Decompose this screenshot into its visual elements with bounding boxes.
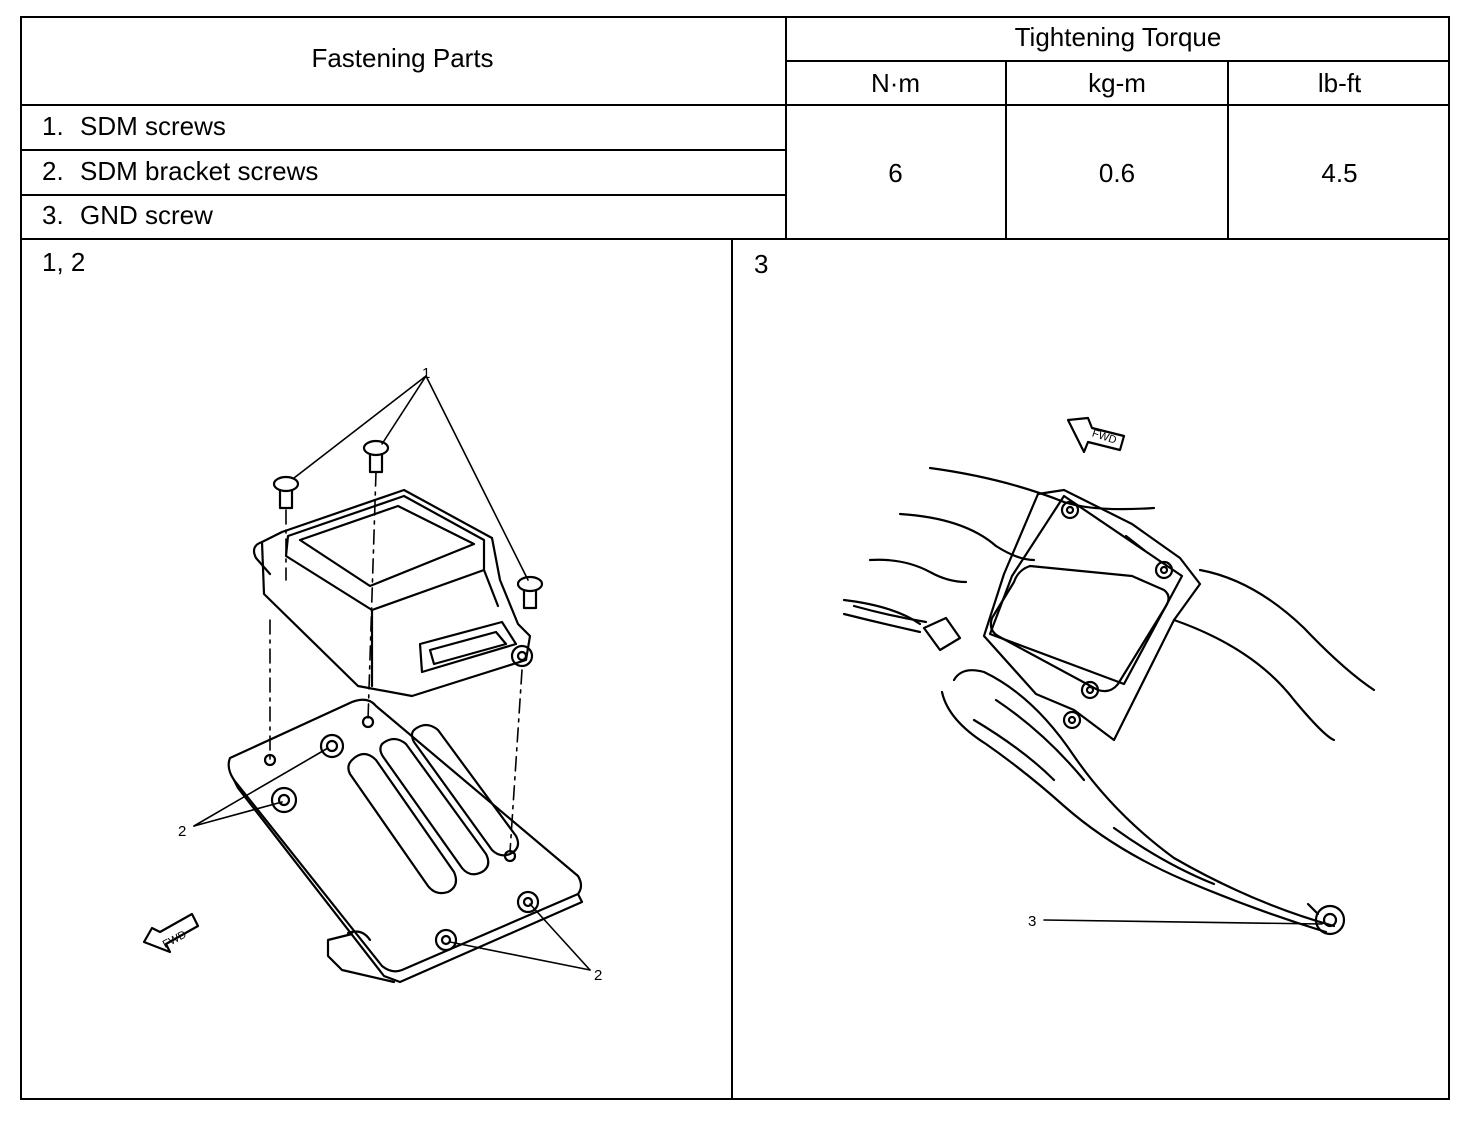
row-3-label: GND screw [80, 200, 213, 230]
row1-bottom-line [20, 149, 786, 151]
value-nm: 6 [888, 158, 903, 188]
unit-kgm: kg-m [1088, 68, 1146, 98]
row-2-label: SDM bracket screws [80, 156, 319, 186]
row-2-number: 2. [42, 156, 64, 186]
right-figure-caption: 3 [754, 249, 769, 279]
torque-spec-sheet [20, 16, 1450, 1100]
callout-1: 1 [422, 365, 430, 382]
row2-bottom-line [20, 194, 786, 196]
nm-kgm-divider [1005, 60, 1007, 240]
sdm-screw [516, 575, 544, 610]
gnd-wire-harness [940, 669, 1336, 934]
sdm-module [252, 488, 534, 698]
left-figure-caption: 1, 2 [42, 247, 86, 277]
callout-3: 3 [1028, 913, 1036, 930]
unit-nm: N·m [870, 68, 921, 98]
sdm-screw [362, 439, 390, 474]
row-1-number: 1. [42, 111, 64, 141]
figure-divider [731, 238, 733, 1100]
parts-torque-divider [785, 16, 787, 240]
row-3-number: 3. [42, 200, 64, 230]
tightening-torque-header: Tightening Torque [1014, 22, 1222, 52]
gnd-screw-illustration: 3 FWD [842, 416, 1376, 936]
sdm-screw [272, 475, 300, 510]
header-bottom-line [20, 104, 1450, 106]
sdm-module [982, 488, 1202, 742]
fwd-arrow-icon [142, 912, 200, 954]
sdm-bracket [227, 698, 584, 984]
sdm-bracket-illustration: 1 2 2 FWD [142, 365, 602, 984]
value-lbft: 4.5 [1321, 158, 1358, 188]
callout-2: 2 [178, 823, 186, 840]
kgm-lbft-divider [1227, 60, 1229, 240]
fastening-parts-header: Fastening Parts [311, 43, 494, 73]
gnd-terminal [1306, 902, 1346, 936]
fwd-arrow-icon [1066, 416, 1126, 454]
row-1-label: SDM screws [80, 111, 226, 141]
unit-lbft: lb-ft [1317, 68, 1362, 98]
table-bottom-line [20, 238, 1450, 240]
callout-2: 2 [594, 967, 602, 984]
fwd-label: FWD [161, 928, 189, 950]
value-kgm: 0.6 [1098, 158, 1136, 188]
torque-subheader-line [786, 60, 1450, 62]
